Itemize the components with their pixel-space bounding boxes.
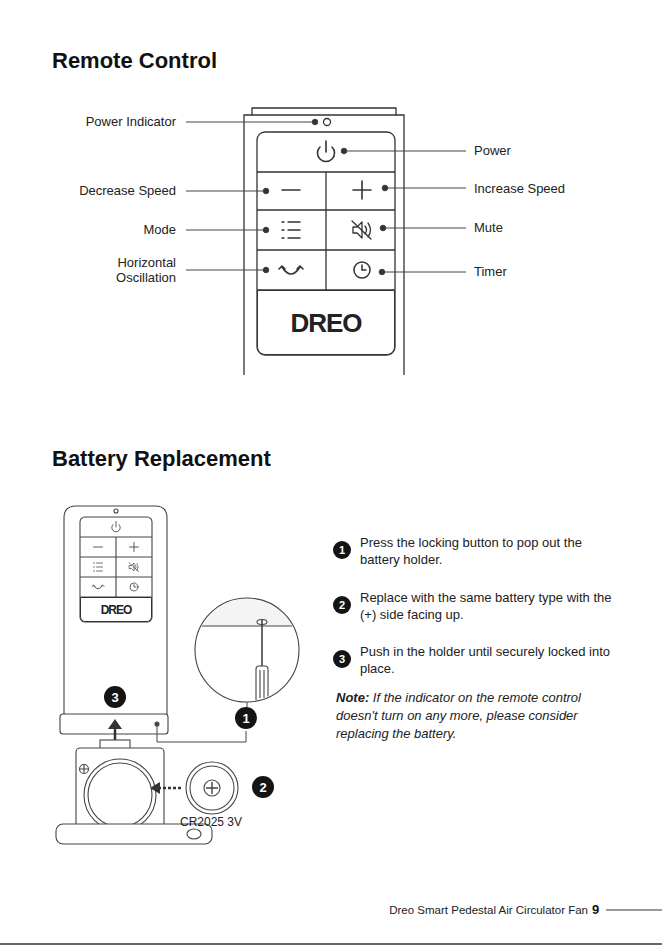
space — [369, 690, 373, 705]
battery-type: CR2025 3V — [180, 815, 270, 829]
page-edge-rule — [0, 943, 662, 945]
brand-logo: DREO — [290, 310, 361, 336]
footer-rule — [606, 910, 662, 911]
page-number: 9 — [592, 901, 606, 918]
part-label: Mode — [56, 221, 176, 238]
part-label: Timer — [474, 263, 624, 280]
remote-control — [244, 108, 404, 375]
note-label: Note: — [336, 690, 369, 705]
leader-line — [157, 726, 246, 742]
note-block: Note: If the indicator on the remote con… — [336, 689, 621, 743]
footer-text: Dreo Smart Pedestal Air Circulator Fan — [338, 903, 588, 917]
callout-number-text: 1 — [339, 545, 345, 556]
part-label: Power Indicator — [56, 113, 176, 130]
callout-number: 2 — [252, 776, 274, 798]
callout-number-text: 2 — [259, 781, 266, 794]
brand-logo: DREO — [101, 604, 132, 616]
part-label: Mute — [474, 219, 624, 236]
remote-control-small — [60, 506, 168, 734]
callout-number-text: 3 — [111, 691, 118, 704]
section-heading: Battery Replacement — [52, 445, 372, 473]
note-text: If the indicator on the remote control d… — [336, 690, 581, 741]
step-number: 3 — [333, 650, 351, 668]
section-heading: Remote Control — [52, 47, 217, 75]
step-text: Press the locking button to pop out the … — [360, 534, 622, 568]
coin-battery — [186, 762, 238, 814]
callout-number-text: 2 — [339, 600, 345, 611]
logo-panel: DREO — [257, 290, 395, 355]
logo-panel: DREO — [80, 597, 152, 622]
part-label: Horizontal Oscillation — [86, 255, 176, 285]
leader-lines — [186, 119, 466, 275]
zoom-detail — [190, 598, 312, 702]
callout-number: 3 — [104, 686, 126, 708]
callout-number: 1 — [235, 707, 257, 729]
step-text: Push in the holder until securely locked… — [360, 643, 622, 677]
insert-arrow — [150, 782, 181, 794]
callout-number-text: 3 — [339, 654, 345, 665]
step-number: 2 — [333, 596, 351, 614]
part-label: Power — [474, 142, 624, 159]
part-label: Increase Speed — [474, 180, 624, 197]
part-label: Decrease Speed — [56, 182, 176, 199]
step-text: Replace with the same battery type with … — [360, 589, 622, 623]
callout-number-text: 1 — [242, 712, 249, 725]
step-number: 1 — [333, 541, 351, 559]
